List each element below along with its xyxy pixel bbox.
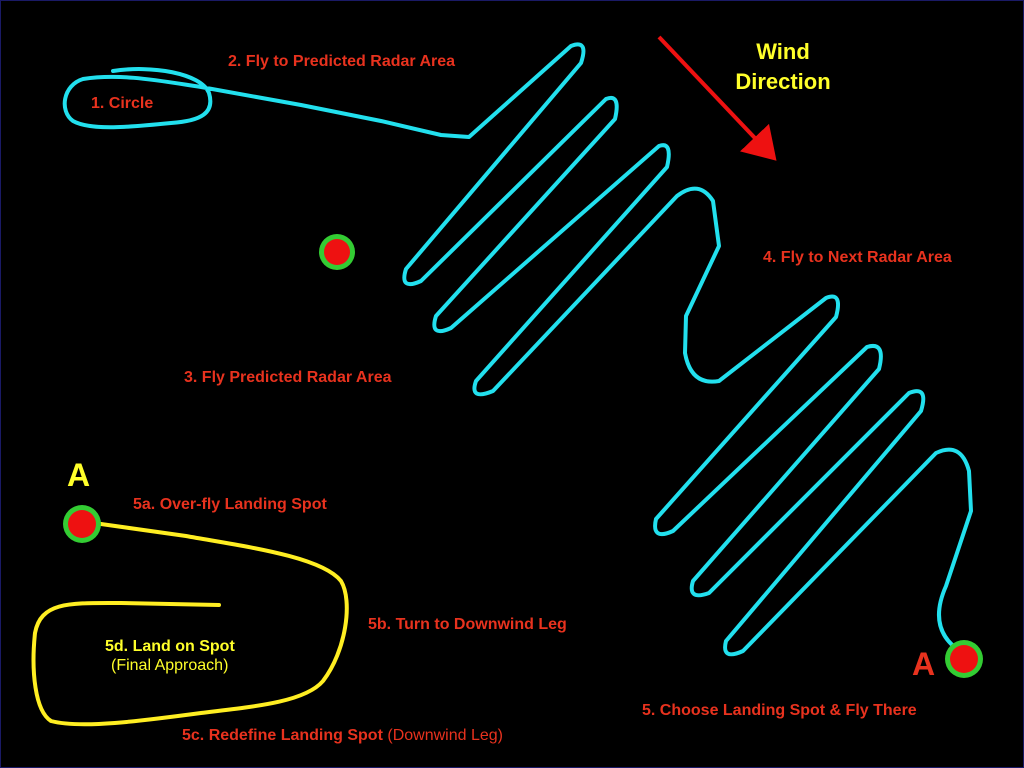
flight-path <box>62 42 973 657</box>
label-fly-predicted: 3. Fly Predicted Radar Area <box>184 369 392 386</box>
landing-spot-left-marker <box>63 505 101 543</box>
label-fly-next: 4. Fly to Next Radar Area <box>763 249 952 266</box>
wind-line-2: Direction <box>735 69 831 94</box>
label-redefine-sub: (Downwind Leg) <box>387 727 503 744</box>
marker-a-left-label: A <box>67 457 91 493</box>
landing-path <box>31 522 349 727</box>
label-fly-to-predicted: 2. Fly to Predicted Radar Area <box>228 53 456 70</box>
label-overfly: 5a. Over-fly Landing Spot <box>133 496 327 513</box>
mid-marker <box>319 234 355 270</box>
label-land-main: 5d. Land on Spot <box>105 638 235 655</box>
label-redefine: 5c. Redefine Landing Spot (Downwind Leg) <box>182 727 503 745</box>
label-turn-downwind: 5b. Turn to Downwind Leg <box>368 616 567 633</box>
landing-spot-right-marker <box>945 640 983 678</box>
marker-a-right-label: A <box>912 646 936 682</box>
label-circle: 1. Circle <box>91 95 154 112</box>
label-redefine-main: 5c. Redefine Landing Spot <box>182 727 383 744</box>
wind-line-1: Wind <box>756 39 810 64</box>
label-choose-spot: 5. Choose Landing Spot & Fly There <box>642 702 917 719</box>
wind-direction-label: Wind Direction <box>725 37 841 97</box>
wind-arrow <box>657 35 777 161</box>
label-land-sub: (Final Approach) <box>111 657 229 674</box>
